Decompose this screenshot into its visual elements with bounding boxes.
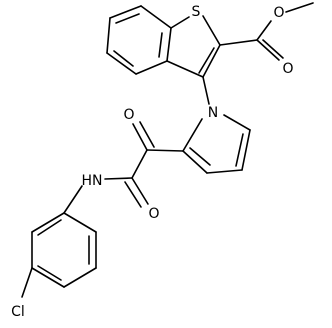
oxo-acetamide (104, 121, 184, 208)
amide-nh-label: HN (82, 173, 103, 189)
pyrrole-nitrogen-label: N (208, 105, 218, 121)
amide-oxygen-label: O (148, 206, 159, 222)
keto-oxygen-label: O (123, 107, 134, 123)
chlorine-label: Cl (11, 304, 25, 320)
chlorophenyl-ring (31, 212, 97, 288)
ester-carbonyl-oxygen-label: O (282, 61, 293, 77)
thiophene-ring (166, 15, 221, 78)
pyrrole-ring (182, 114, 251, 174)
c3-n-bond (202, 76, 210, 105)
ester-ether-oxygen-label: O (273, 5, 284, 21)
sulfur-label: S (192, 4, 201, 20)
c-cl-bond (21, 267, 33, 298)
methyl-ester (219, 2, 314, 61)
benzo-ring (106, 5, 172, 75)
nh-aryl-bond (63, 185, 83, 214)
